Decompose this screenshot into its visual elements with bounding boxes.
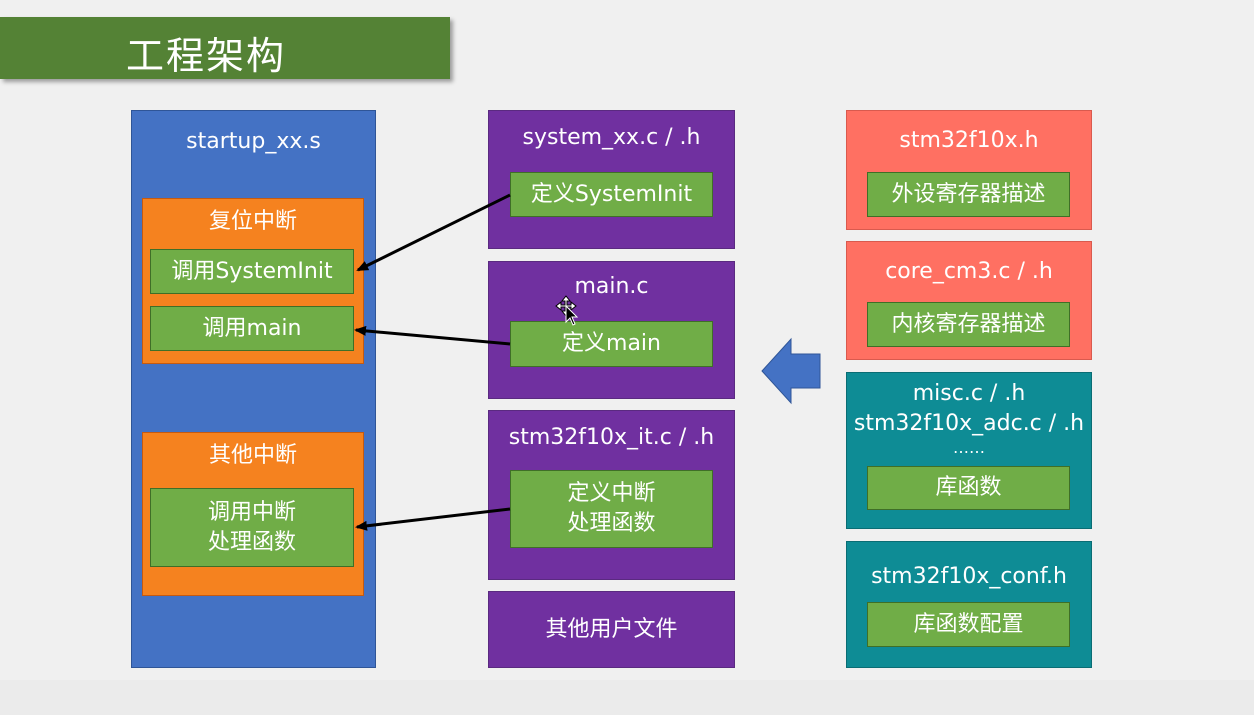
core-register-label: 内核寄存器描述 [891,311,1046,337]
move-cursor-icon [555,295,579,326]
other-interrupt-title: 其他中断 [208,443,297,468]
call-handler-line2: 处理函数 [207,529,296,555]
define-main-box: 定义main [510,321,713,367]
system-file-title: system_xx.c / .h [522,125,701,150]
library-file-line1: misc.c / .h [912,381,1026,406]
user-files-title: 其他用户文件 [545,617,678,642]
main-file-title: main.c [574,274,649,299]
define-handler-line2: 处理函数 [567,511,656,536]
user-files-block: 其他用户文件 [488,591,735,668]
library-file-line3: …… [953,438,985,457]
call-main-box: 调用main [150,306,354,351]
define-main-label: 定义main [562,331,661,356]
library-config-box: 库函数配置 [867,602,1070,647]
define-systeminit-box: 定义SystemInit [510,172,713,217]
bottom-strip [0,680,1254,715]
core-register-box: 内核寄存器描述 [867,302,1070,347]
library-functions-label: 库函数 [935,475,1002,500]
stm32-header-title: stm32f10x.h [899,128,1039,153]
library-file-line2: stm32f10x_adc.c / .h [853,411,1085,436]
conf-file-title: stm32f10x_conf.h [871,564,1067,589]
interrupt-file-title: stm32f10x_it.c / .h [508,425,715,450]
call-main-label: 调用main [202,315,302,341]
define-handler-box: 定义中断 处理函数 [510,470,713,548]
reset-interrupt-title: 复位中断 [208,209,297,234]
page-title: 工程架构 [126,34,287,78]
systeminit-connector [356,193,511,272]
handler-connector [355,507,511,531]
call-handler-line1: 调用中断 [207,499,296,525]
startup-title: startup_xx.s [186,129,321,154]
call-handler-box: 调用中断 处理函数 [150,488,354,567]
define-handler-line1: 定义中断 [567,481,656,506]
peripheral-register-label: 外设寄存器描述 [891,181,1046,207]
left-arrow-icon [761,337,821,405]
library-config-label: 库函数配置 [913,611,1024,637]
main-connector [354,325,511,346]
call-systeminit-box: 调用SystemInit [150,249,354,294]
call-systeminit-label: 调用SystemInit [171,258,333,284]
define-systeminit-label: 定义SystemInit [530,181,693,207]
library-functions-box: 库函数 [867,466,1070,510]
title-banner: 工程架构 [0,17,450,79]
core-file-title: core_cm3.c / .h [885,259,1053,284]
peripheral-register-box: 外设寄存器描述 [867,172,1070,217]
